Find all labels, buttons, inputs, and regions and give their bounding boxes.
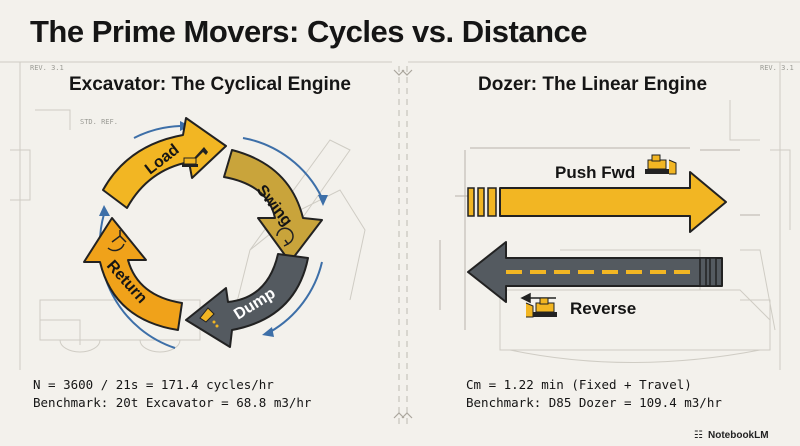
reverse-label: Reverse xyxy=(570,299,636,318)
reverse-arrow xyxy=(467,241,723,303)
return-arm-icon xyxy=(107,230,127,252)
dump-phase-arrow xyxy=(185,253,309,348)
dozer-title: Dozer: The Linear Engine xyxy=(478,74,708,95)
swing-phase-arrow xyxy=(223,149,323,263)
excavator-formula-benchmark: Benchmark: 20t Excavator = 68.8 m3/hr xyxy=(33,395,312,410)
dozer-formula-cycle-time: Cm = 1.22 min (Fixed + Travel) xyxy=(466,377,692,392)
dozer-icon-push xyxy=(645,154,677,175)
bucket-dump-icon xyxy=(199,307,219,328)
reverse-direction-indicator xyxy=(520,292,556,304)
page-title: The Prime Movers: Cycles vs. Distance xyxy=(30,14,587,49)
notebooklm-logo-icon: ☷ xyxy=(694,430,703,441)
push-fwd-label: Push Fwd xyxy=(555,163,635,182)
return-phase-arrow xyxy=(83,217,183,331)
excavator-icon xyxy=(182,147,208,167)
rotate-icon xyxy=(276,227,294,247)
dozer-formula-benchmark: Benchmark: D85 Dozer = 109.4 m3/hr xyxy=(466,395,722,410)
revision-tag-right: REV. 3.1 xyxy=(760,64,794,72)
push-forward-arrow xyxy=(467,171,727,233)
brand-label: NotebookLM xyxy=(708,430,769,441)
excavator-title: Excavator: The Cyclical Engine xyxy=(69,74,351,95)
revision-tag: REV. 3.1 xyxy=(30,64,64,72)
std-ref-tag: STD. REF. xyxy=(80,118,118,126)
load-phase-arrow xyxy=(102,117,227,209)
excavator-formula-cycles: N = 3600 / 21s = 171.4 cycles/hr xyxy=(33,377,274,392)
dozer-icon-reverse xyxy=(525,297,557,318)
